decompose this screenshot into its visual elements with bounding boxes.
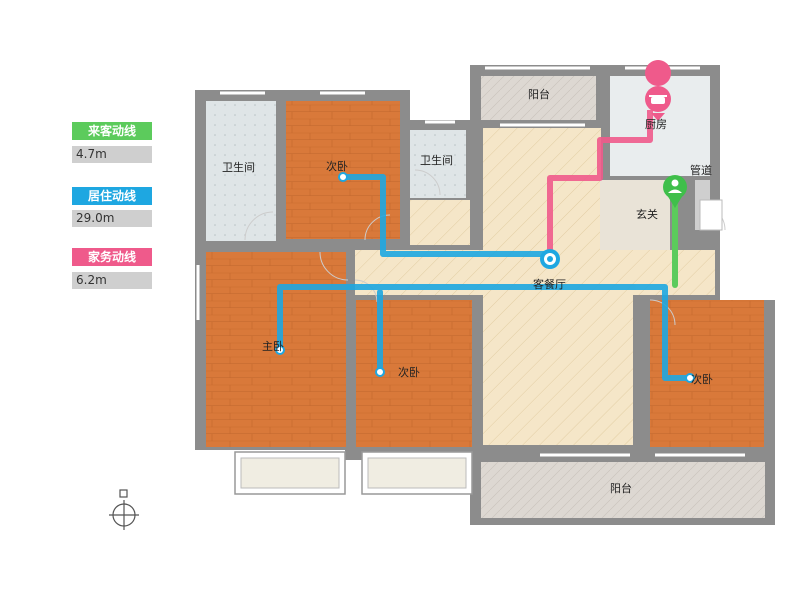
label-bedroom-mid: 次卧 — [398, 365, 420, 379]
label-foyer: 玄关 — [636, 207, 658, 221]
balcony-top-floor — [481, 76, 596, 120]
living-top-floor — [483, 128, 601, 253]
cooking-pot-icon — [645, 60, 672, 121]
label-kitchen: 厨房 — [645, 118, 667, 131]
label-balcony-bottom: 阳台 — [610, 481, 632, 495]
legend-housework-value: 6.2m — [72, 272, 152, 289]
legend-guest-title: 来客动线 — [72, 122, 152, 140]
legend-living-value: 29.0m — [72, 210, 152, 227]
label-balcony-top: 阳台 — [528, 87, 550, 101]
label-bedroom-right: 次卧 — [691, 372, 713, 386]
person-pin-icon — [663, 175, 687, 208]
foyer-floor — [600, 180, 670, 250]
legend-housework-title: 家务动线 — [72, 248, 152, 266]
bath-left-floor — [206, 101, 276, 241]
compass-icon — [109, 489, 139, 530]
living-bottom-floor — [483, 295, 633, 445]
label-master: 主卧 — [262, 340, 284, 353]
label-living-dining: 客餐厅 — [533, 277, 566, 291]
bath-mid-floor — [410, 130, 466, 198]
label-bedroom-top: 次卧 — [326, 159, 348, 173]
hub-pin-icon — [540, 249, 560, 269]
housework-route — [547, 110, 653, 262]
legend-living-title: 居住动线 — [72, 187, 152, 205]
corridor-floor — [410, 200, 470, 245]
living-route — [277, 174, 693, 381]
bedroom-right-floor — [650, 300, 764, 447]
label-duct: 管道 — [690, 163, 712, 177]
label-bath-left: 卫生间 — [222, 160, 255, 174]
legend-guest-value: 4.7m — [72, 146, 152, 163]
label-bath-mid: 卫生间 — [420, 153, 453, 167]
balcony-bottom-floor — [481, 462, 765, 518]
